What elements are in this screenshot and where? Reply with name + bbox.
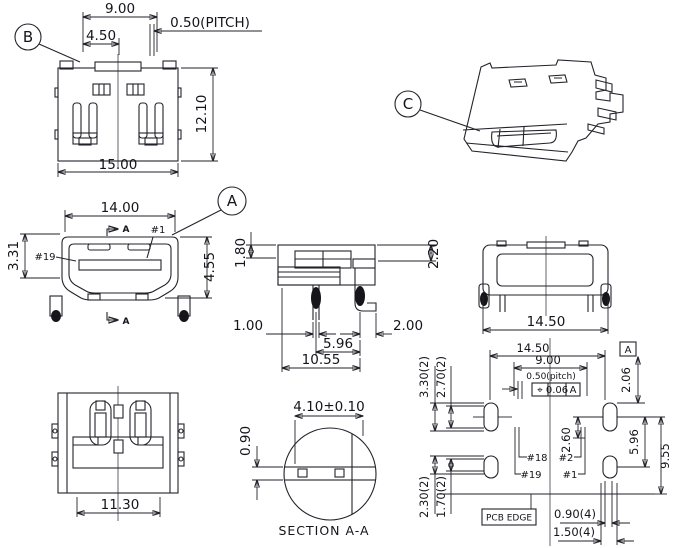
pcb-pin1-label: #1 — [563, 470, 578, 481]
pcb-hole-width-dim: 0.90(4) — [554, 507, 596, 521]
front-view: #19 #1 A A 14.00 3.31 4.55 A — [6, 186, 247, 327]
balloon-a-label: A — [227, 192, 238, 210]
latch-right — [129, 400, 152, 446]
pcb-edge-box — [481, 508, 537, 526]
top-depth-dim: 12.10 — [194, 95, 210, 134]
gdt-datum: A — [570, 385, 577, 396]
datum-flag-label: A — [625, 345, 632, 356]
gdt-position-symbol: ⌖ — [537, 385, 543, 396]
iso-view: C — [394, 59, 624, 162]
pcb-row-offset-dim: 2.60 — [559, 427, 573, 453]
balloon-b-circle — [14, 23, 42, 51]
pcb-pad-bottom-inner-dim: 1.70(2) — [434, 476, 448, 518]
pcb-mid-right-dim: 5.96 — [627, 429, 641, 455]
pcb-view: 14.50 A 9.00 0.50(pitch) ⌖ 0.06 A 2.06 2… — [417, 338, 672, 546]
front-shell-height-dim: 4.55 — [202, 252, 218, 282]
section-view: 4.10±0.10 0.90 SECTION A-A — [238, 399, 377, 538]
pcb-pad-top-outer-dim: 3.30(2) — [417, 356, 431, 398]
front-width-dim: 14.00 — [101, 200, 140, 216]
pcb-bottom-right-dim: 9.55 — [658, 443, 672, 469]
side-depth-dim: 10.55 — [302, 352, 341, 368]
top-pin-span-dim: 9.00 — [105, 1, 135, 17]
section-width-dim: 4.10±0.10 — [293, 399, 364, 415]
side-tab-offset-dim: 1.80 — [233, 238, 249, 268]
balloon-c-circle — [394, 90, 422, 118]
pcb-pitch-dim: 0.50(pitch) — [526, 372, 575, 382]
pcb-pad-top-inner-dim: 2.70(2) — [434, 356, 448, 398]
side-lead-offset-dim: 2.20 — [426, 239, 442, 269]
side-pin-width-dim: 1.00 — [233, 318, 263, 334]
pcb-top-right-dim: 2.06 — [619, 367, 633, 393]
section-mark-bottom: A — [123, 317, 130, 327]
balloon-c-label: C — [403, 95, 413, 113]
front-pin-last-label: #19 — [34, 252, 55, 263]
latch-right — [138, 102, 164, 146]
pcb-pin19-label: #19 — [520, 470, 541, 481]
bottom-width-dim: 11.30 — [101, 497, 140, 513]
front-tongue-height-dim: 3.31 — [6, 241, 22, 271]
top-width-dim: 15.00 — [99, 157, 138, 173]
bottom-view: 11.30 — [51, 386, 185, 521]
balloon-a-circle — [217, 186, 247, 216]
pcb-pin18-label: #18 — [526, 453, 547, 464]
rear-view: 14.50 — [478, 236, 612, 334]
side-view: 1.80 2.20 1.00 2.00 5.96 10.55 — [233, 232, 442, 372]
solder-pads — [483, 402, 618, 479]
datum-flag-box — [619, 341, 637, 357]
side-pin-span-dim: 5.96 — [323, 336, 353, 352]
front-pin-first-label: #1 — [151, 225, 166, 236]
latch-left — [89, 400, 112, 446]
section-thickness-dim: 0.90 — [238, 426, 254, 456]
top-view: 15.00 12.10 9.00 4.50 0.50(PITCH) B — [14, 1, 262, 177]
gdt-frame: ⌖ 0.06 A — [531, 382, 581, 397]
top-pin-half-dim: 4.50 — [86, 28, 116, 44]
section-mark-top: A — [123, 225, 130, 235]
pcb-edge-label: PCB EDGE — [486, 514, 532, 524]
pcb-pad-width-dim: 1.50(4) — [553, 525, 595, 539]
rear-width-dim: 14.50 — [527, 314, 566, 330]
top-pitch-dim: 0.50(PITCH) — [170, 15, 250, 31]
pcb-pin2-label: #2 — [559, 453, 574, 464]
latch-left — [72, 102, 98, 146]
gdt-tolerance: 0.06 — [546, 385, 568, 396]
section-title: SECTION A-A — [278, 523, 369, 538]
pcb-pad-bottom-outer-dim: 2.30(2) — [417, 476, 431, 518]
side-foot-length-dim: 2.00 — [393, 318, 423, 334]
balloon-b-label: B — [23, 28, 33, 46]
pcb-pad-span-dim: 14.50 — [517, 341, 550, 355]
pcb-pin-span-dim: 9.00 — [535, 353, 561, 367]
